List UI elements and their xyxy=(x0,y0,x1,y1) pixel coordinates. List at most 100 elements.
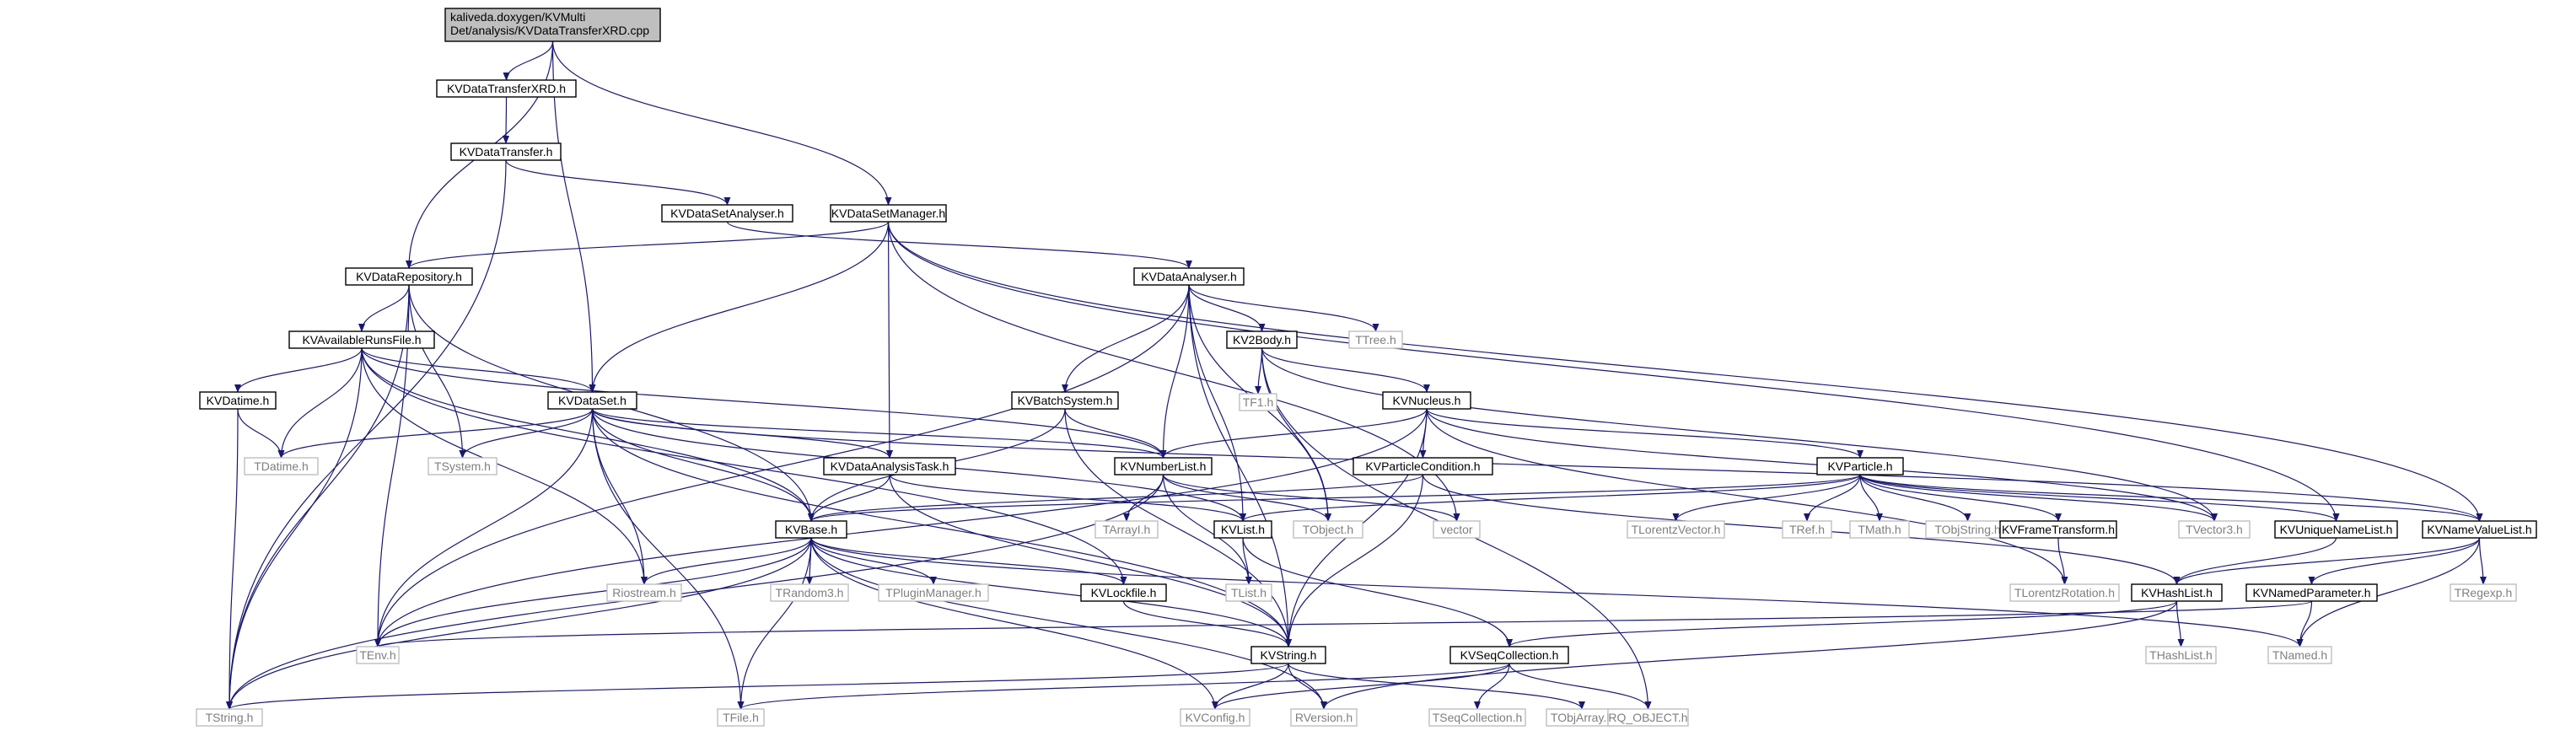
edge-KVNucleus-to-KVNumberList xyxy=(1159,408,1428,459)
node-KVDataTransfer[interactable]: KVDataTransfer.h xyxy=(450,142,562,161)
node-KVList[interactable]: KVList.h xyxy=(1213,520,1272,539)
node-TRegexp[interactable]: TRegexp.h xyxy=(2450,583,2517,602)
node-box-TArrayI xyxy=(1094,520,1159,539)
edge-KVNumberList-to-TList xyxy=(1162,474,1252,585)
edge-KVHashList-to-RVersion xyxy=(1320,600,2178,710)
edge-KVBase-to-KVString xyxy=(810,537,1292,647)
edge-KVNamedParameter-to-TEnv xyxy=(374,600,2313,647)
node-box-TF1 xyxy=(1239,393,1277,411)
node-THashList[interactable]: THashList.h xyxy=(2145,646,2217,664)
node-RQ_OBJECT[interactable]: RQ_OBJECT.h xyxy=(1607,708,1689,727)
node-TSeqCollection[interactable]: TSeqCollection.h xyxy=(1428,708,1526,727)
node-KVNucleus[interactable]: KVNucleus.h xyxy=(1382,391,1471,410)
node-label-TRef: TRef.h xyxy=(1789,523,1825,536)
edge-KVDataAnalyser-to-KVString xyxy=(1188,284,1292,647)
node-box-TPluginManager xyxy=(878,583,989,602)
node-TFile[interactable]: TFile.h xyxy=(717,708,765,727)
node-TPluginManager[interactable]: TPluginManager.h xyxy=(878,583,989,602)
node-KVDataAnalyser[interactable]: KVDataAnalyser.h xyxy=(1133,267,1245,286)
node-box-TVector3 xyxy=(2178,520,2251,539)
edge-KVDataSetManager-to-KVUniqueNameList xyxy=(887,221,2340,522)
node-KVNumberList[interactable]: KVNumberList.h xyxy=(1114,457,1213,475)
node-box-KV2Body xyxy=(1226,330,1298,349)
node-TLorentzVector[interactable]: TLorentzVector.h xyxy=(1627,520,1725,539)
edge-root-to-KVDataTransferXRD xyxy=(503,40,554,81)
node-TObjString[interactable]: TObjString.h xyxy=(1925,520,2010,539)
node-box-KVList xyxy=(1213,520,1272,539)
node-TDatime[interactable]: TDatime.h xyxy=(244,457,319,475)
node-TSystem[interactable]: TSystem.h xyxy=(428,457,497,475)
node-vector[interactable]: vector xyxy=(1433,520,1481,539)
edge-KVAvailableRunsFile-to-TDatime xyxy=(277,347,363,459)
node-Riostream[interactable]: Riostream.h xyxy=(606,583,682,602)
node-TObject[interactable]: TObject.h xyxy=(1293,520,1363,539)
node-box-TLorentzVector xyxy=(1627,520,1725,539)
node-box-KVConfig xyxy=(1180,708,1250,727)
node-TRef[interactable]: TRef.h xyxy=(1782,520,1832,539)
node-box-Riostream xyxy=(606,583,682,602)
node-TMath[interactable]: TMath.h xyxy=(1849,520,1910,539)
node-KVSeqCollection[interactable]: KVSeqCollection.h xyxy=(1449,646,1569,664)
node-TLorentzRotation[interactable]: TLorentzRotation.h xyxy=(2009,583,2120,602)
node-label-KVDataAnalysisTask: KVDataAnalysisTask.h xyxy=(831,459,949,473)
node-KVUniqueNameList[interactable]: KVUniqueNameList.h xyxy=(2274,520,2398,539)
edge-KVNumberList-to-TArrayI xyxy=(1123,474,1164,522)
edge-KVParticle-to-KVFrameTransform xyxy=(1859,474,2062,522)
node-TEnv[interactable]: TEnv.h xyxy=(356,646,400,664)
edge-KVDataSet-to-KVNameValueList xyxy=(591,408,2483,522)
node-KVString[interactable]: KVString.h xyxy=(1250,646,1326,664)
edge-KVDataSetManager-to-KVDataRepository xyxy=(406,221,890,269)
node-KVNamedParameter[interactable]: KVNamedParameter.h xyxy=(2245,583,2378,602)
node-KVHashList[interactable]: KVHashList.h xyxy=(2131,583,2223,602)
node-KVDatime[interactable]: KVDatime.h xyxy=(199,391,277,410)
node-TString[interactable]: TString.h xyxy=(196,708,263,727)
node-KVBase[interactable]: KVBase.h xyxy=(775,520,847,539)
node-KVDataSetAnalyser[interactable]: KVDataSetAnalyser.h xyxy=(661,204,793,223)
edge-KVNucleus-to-TLorentzRotation xyxy=(1426,408,2068,585)
edge-KVList-to-TList xyxy=(1242,537,1252,585)
node-box-KVDataAnalysisTask xyxy=(823,457,956,475)
node-KVDataRepository[interactable]: KVDataRepository.h xyxy=(345,267,473,286)
node-KVDataAnalysisTask[interactable]: KVDataAnalysisTask.h xyxy=(823,457,956,475)
edge-KVDataAnalyser-to-KVNumberList xyxy=(1159,284,1190,459)
node-KVDataSetManager[interactable]: KVDataSetManager.h xyxy=(830,204,947,223)
node-root[interactable]: kaliveda.doxygen/KVMultiDet/analysis/KVD… xyxy=(444,8,661,42)
node-KVParticle[interactable]: KVParticle.h xyxy=(1816,457,1904,475)
edge-KVAvailableRunsFile-to-KVNumberList xyxy=(361,347,1167,459)
node-KVFrameTransform[interactable]: KVFrameTransform.h xyxy=(1999,520,2117,539)
node-KVNameValueList[interactable]: KVNameValueList.h xyxy=(2422,520,2537,539)
edge-KVNamedParameter-to-TNamed xyxy=(2296,600,2313,647)
node-KVParticleCondition[interactable]: KVParticleCondition.h xyxy=(1353,457,1493,475)
node-KVAvailableRunsFile[interactable]: KVAvailableRunsFile.h xyxy=(288,330,435,349)
node-box-TList xyxy=(1225,583,1272,602)
node-RVersion[interactable]: RVersion.h xyxy=(1290,708,1358,727)
node-box-TString xyxy=(196,708,263,727)
node-label-KVDataSet: KVDataSet.h xyxy=(558,394,627,407)
node-TArrayI[interactable]: TArrayI.h xyxy=(1094,520,1159,539)
node-box-TObject xyxy=(1293,520,1363,539)
node-label-RQ_OBJECT: RQ_OBJECT.h xyxy=(1608,711,1687,724)
node-KVLockfile[interactable]: KVLockfile.h xyxy=(1080,583,1167,602)
node-KVDataSet[interactable]: KVDataSet.h xyxy=(547,391,637,410)
node-label-KVFrameTransform: KVFrameTransform.h xyxy=(2002,523,2115,536)
edge-KVDataRepository-to-TSystem xyxy=(408,284,466,459)
edge-KVDataAnalyser-to-KVList xyxy=(1188,284,1246,522)
node-KVDataTransferXRD[interactable]: KVDataTransferXRD.h xyxy=(436,79,577,98)
node-KVBatchSystem[interactable]: KVBatchSystem.h xyxy=(1011,391,1119,410)
node-KV2Body[interactable]: KV2Body.h xyxy=(1226,330,1298,349)
node-TTree[interactable]: TTree.h xyxy=(1348,330,1403,349)
node-TVector3[interactable]: TVector3.h xyxy=(2178,520,2251,539)
edge-KVDatime-to-TString xyxy=(226,408,239,710)
node-label-KVDatime: KVDatime.h xyxy=(207,394,270,407)
node-TNamed[interactable]: TNamed.h xyxy=(2267,646,2332,664)
edge-KVSeqCollection-to-TSeqCollection xyxy=(1474,663,1510,710)
node-KVConfig[interactable]: KVConfig.h xyxy=(1180,708,1250,727)
edge-KVParticle-to-TMath xyxy=(1859,474,1883,522)
node-TRandom3[interactable]: TRandom3.h xyxy=(770,583,849,602)
node-TF1[interactable]: TF1.h xyxy=(1239,393,1277,411)
edge-KVHashList-to-THashList xyxy=(2175,600,2185,647)
edge-KVBase-to-TFile xyxy=(737,537,812,710)
node-TList[interactable]: TList.h xyxy=(1225,583,1272,602)
edge-KV2Body-to-TObject xyxy=(1261,347,1331,522)
node-TObjArray[interactable]: TObjArray.h xyxy=(1546,708,1618,727)
